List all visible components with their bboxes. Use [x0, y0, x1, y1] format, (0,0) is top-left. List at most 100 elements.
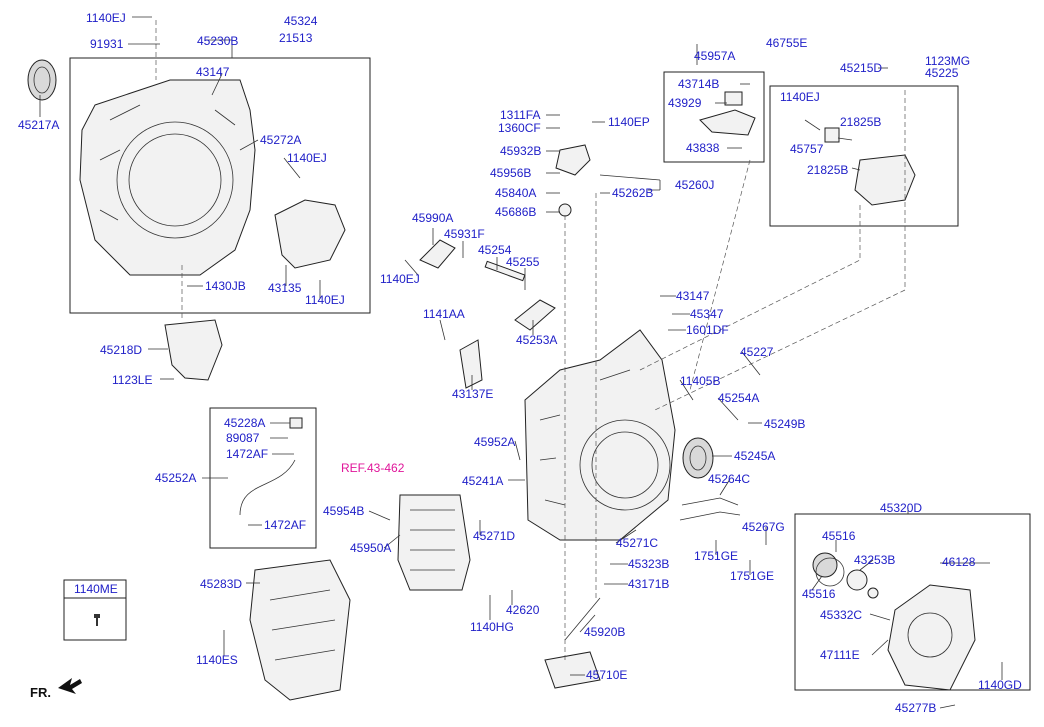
- detent-spring-drawing: [699, 91, 756, 136]
- part-label-91931[interactable]: 91931: [90, 37, 124, 51]
- front-marker-label: FR.: [30, 685, 51, 700]
- part-label-45950A[interactable]: 45950A: [350, 541, 391, 555]
- part-label-1140EJ-e[interactable]: 1140EJ: [380, 272, 420, 286]
- part-label-45840A[interactable]: 45840A: [495, 186, 536, 200]
- part-label-1140GD[interactable]: 1140GD: [978, 678, 1022, 692]
- part-label-45271C[interactable]: 45271C: [616, 536, 658, 550]
- part-label-45990A[interactable]: 45990A: [412, 211, 453, 225]
- part-label-1123LE[interactable]: 1123LE: [112, 373, 152, 387]
- part-label-45271D[interactable]: 45271D: [473, 529, 515, 543]
- part-label-21825B[interactable]: 21825B: [840, 115, 881, 129]
- part-label-43147-b[interactable]: 43147: [676, 289, 710, 303]
- part-label-45264C[interactable]: 45264C: [708, 472, 750, 486]
- part-label-46755E[interactable]: 46755E: [766, 36, 807, 50]
- part-label-45253A[interactable]: 45253A: [516, 333, 557, 347]
- part-label-43838[interactable]: 43838: [686, 141, 720, 155]
- part-label-45954B[interactable]: 45954B: [323, 504, 364, 518]
- part-label-43171B[interactable]: 43171B: [628, 577, 669, 591]
- ref-label[interactable]: REF.43-462: [341, 461, 405, 475]
- parking-lever-drawing: [419, 239, 556, 389]
- part-label-45332C[interactable]: 45332C: [820, 608, 862, 622]
- part-label-1751GE[interactable]: 1751GE: [694, 549, 738, 563]
- part-label-1472AF[interactable]: 1472AF: [226, 447, 268, 461]
- part-label-45245A[interactable]: 45245A: [734, 449, 775, 463]
- part-label-45249B[interactable]: 45249B: [764, 417, 805, 431]
- part-label-43929[interactable]: 43929: [668, 96, 702, 110]
- part-label-45227[interactable]: 45227: [740, 345, 774, 359]
- part-label-45931F[interactable]: 45931F: [444, 227, 485, 241]
- part-label-45952A[interactable]: 45952A: [474, 435, 515, 449]
- part-label-1140ES[interactable]: 1140ES: [196, 653, 238, 667]
- part-label-45932B[interactable]: 45932B: [500, 144, 541, 158]
- part-label-45254A[interactable]: 45254A: [718, 391, 759, 405]
- part-label-45252A[interactable]: 45252A: [155, 471, 196, 485]
- part-label-1140EJ-c[interactable]: 1140EJ: [305, 293, 345, 307]
- part-label-43135[interactable]: 43135: [268, 281, 302, 295]
- part-label-45230B[interactable]: 45230B: [197, 34, 238, 48]
- part-label-45277B[interactable]: 45277B: [895, 701, 936, 715]
- part-label-45215D[interactable]: 45215D: [840, 61, 882, 75]
- part-label-45920B[interactable]: 45920B: [584, 625, 625, 639]
- part-label-46128[interactable]: 46128: [942, 555, 976, 569]
- part-label-1140EJ-b[interactable]: 1140EJ: [287, 151, 327, 165]
- part-label-1140EP[interactable]: 1140EP: [608, 115, 650, 129]
- part-label-45241A[interactable]: 45241A: [462, 474, 503, 488]
- part-label-45956B[interactable]: 45956B: [490, 166, 531, 180]
- transaxle-case-drawing: [524, 329, 676, 541]
- part-label-45272A[interactable]: 45272A: [260, 133, 301, 147]
- part-label-45255[interactable]: 45255: [506, 255, 540, 269]
- leader-lines: [39, 16, 1003, 709]
- bracket-assembly-frame: [769, 85, 959, 227]
- part-label-45217A[interactable]: 45217A: [18, 118, 59, 132]
- part-label-1140HG[interactable]: 1140HG: [470, 620, 514, 634]
- part-label-45516-b[interactable]: 45516: [802, 587, 836, 601]
- part-label-1140EJ[interactable]: 1140EJ: [86, 11, 126, 25]
- cover-plate-drawing: [274, 199, 346, 269]
- front-arrow-icon: [58, 678, 82, 694]
- part-label-45324[interactable]: 45324: [284, 14, 318, 28]
- part-label-45320D[interactable]: 45320D: [880, 501, 922, 515]
- part-label-89087[interactable]: 89087: [226, 431, 260, 445]
- rear-cover-frame: [794, 513, 1031, 691]
- part-label-1311FA[interactable]: 1311FA: [500, 108, 540, 122]
- part-label-42620[interactable]: 42620: [506, 603, 540, 617]
- part-label-1360CF[interactable]: 1360CF: [498, 121, 541, 135]
- part-label-45283D[interactable]: 45283D: [200, 577, 242, 591]
- part-label-1140EJ-d[interactable]: 1140EJ: [780, 90, 820, 104]
- part-label-1601DF[interactable]: 1601DF: [686, 323, 729, 337]
- part-label-45757[interactable]: 45757: [790, 142, 824, 156]
- part-label-11405B[interactable]: 11405B: [680, 374, 720, 388]
- part-label-1141AA[interactable]: 1141AA: [423, 307, 465, 321]
- part-label-45267G[interactable]: 45267G: [742, 520, 785, 534]
- part-label-45218D[interactable]: 45218D: [100, 343, 142, 357]
- part-label-21825B-b[interactable]: 21825B: [807, 163, 848, 177]
- legend-bolt-icon: [94, 614, 100, 626]
- oil-pan-drawing: [249, 559, 351, 701]
- part-label-47111E[interactable]: 47111E: [820, 648, 860, 662]
- part-label-45710E[interactable]: 45710E: [586, 668, 627, 682]
- part-label-1472AF-b[interactable]: 1472AF: [264, 518, 306, 532]
- part-label-43137E[interactable]: 43137E: [452, 387, 493, 401]
- legend-box-label: 1140ME: [74, 582, 118, 596]
- reference-dash-lines: [155, 20, 906, 660]
- part-label-43147[interactable]: 43147: [196, 65, 230, 79]
- part-label-1123MG[interactable]: 1123MG: [925, 54, 970, 68]
- part-label-43253B[interactable]: 43253B: [854, 553, 895, 567]
- part-label-43714B[interactable]: 43714B: [678, 77, 719, 91]
- part-label-1430JB[interactable]: 1430JB: [205, 279, 246, 293]
- part-label-45228A[interactable]: 45228A: [224, 416, 265, 430]
- part-label-45516[interactable]: 45516: [822, 529, 856, 543]
- part-label-45347[interactable]: 45347: [690, 307, 724, 321]
- part-label-45262B[interactable]: 45262B: [612, 186, 653, 200]
- part-label-45254[interactable]: 45254: [478, 243, 512, 257]
- part-label-1751GE-b[interactable]: 1751GE: [730, 569, 774, 583]
- manual-shaft-drawing: [555, 144, 591, 217]
- part-label-45260J[interactable]: 45260J: [675, 178, 714, 192]
- part-label-45323B[interactable]: 45323B: [628, 557, 669, 571]
- part-label-45957A[interactable]: 45957A: [694, 49, 735, 63]
- part-label-45225[interactable]: 45225: [925, 66, 959, 80]
- part-label-21513[interactable]: 21513: [279, 31, 313, 45]
- part-label-45686B[interactable]: 45686B: [495, 205, 536, 219]
